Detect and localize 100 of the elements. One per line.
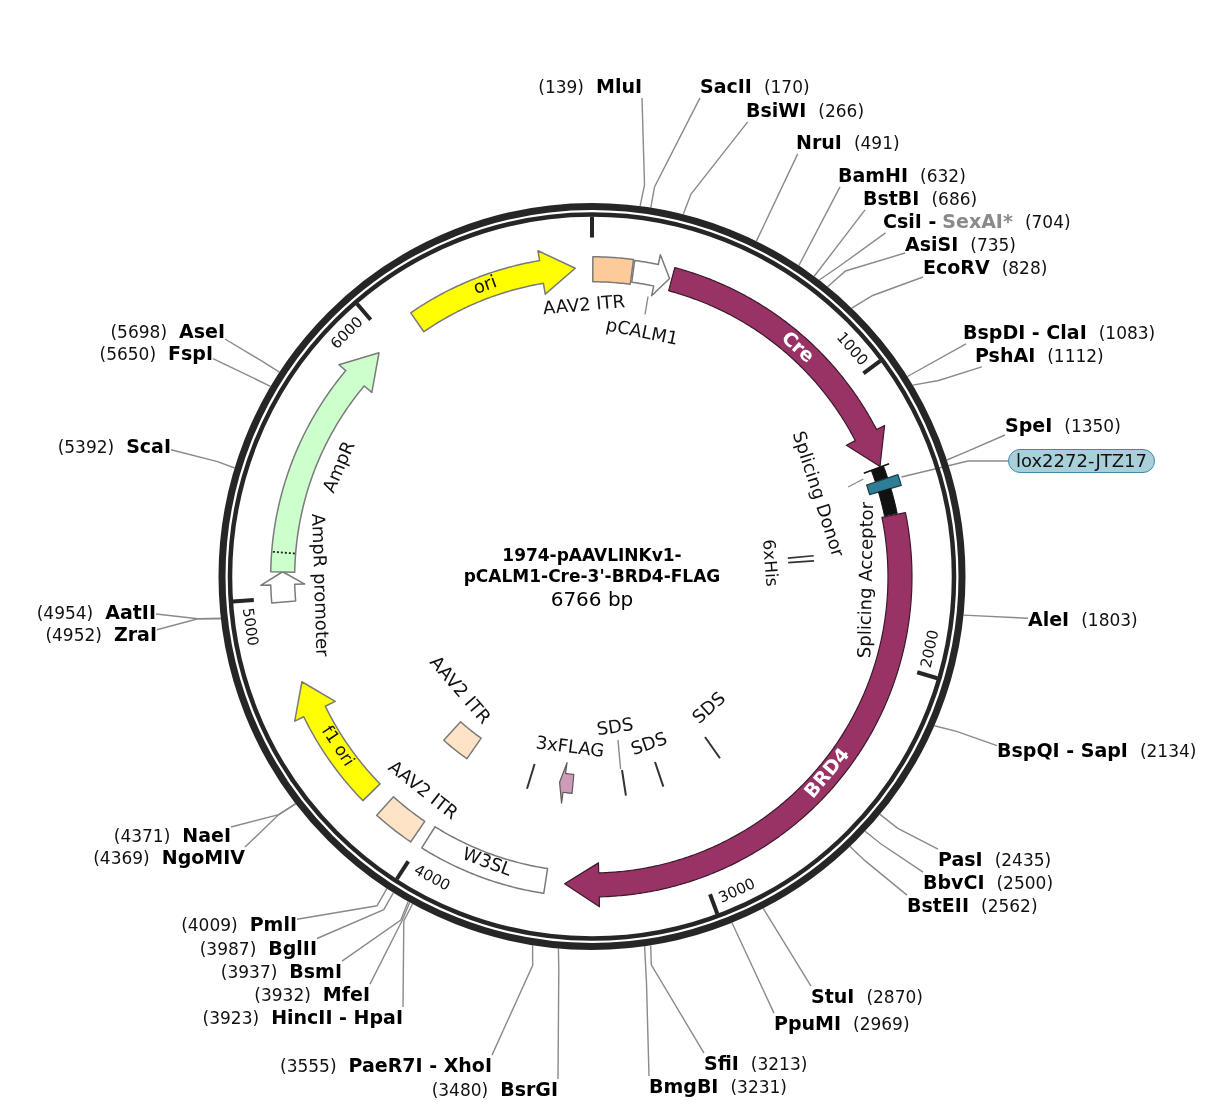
cut-site-position: (170) (763, 78, 810, 98)
leader-line (847, 478, 865, 488)
leader-line (156, 618, 222, 631)
cut-site-position: (3231) (730, 1078, 787, 1098)
leader-line (818, 232, 887, 281)
leader-line (617, 739, 622, 770)
enzyme-name: PaeR7I - XhoI (348, 1055, 492, 1077)
cut-site-position: (2562) (981, 897, 1038, 917)
enzyme-name: AsiSI (905, 234, 959, 256)
cut-site-position: (2870) (866, 988, 923, 1008)
enzyme-name: EcoRV (923, 257, 990, 279)
enzyme-name: CsiI - (883, 211, 937, 233)
enzyme-name: BsrGI (500, 1079, 558, 1101)
leader-line (557, 947, 560, 1080)
enzyme-name: PpuMI (774, 1013, 842, 1035)
cut-site-position: (3923) (202, 1009, 260, 1029)
enzyme-name: SacII (700, 76, 752, 98)
cut-site-position: (5650) (99, 345, 157, 365)
cut-site-position: (1350) (1064, 417, 1121, 437)
leader-line (155, 613, 222, 620)
feature-label: Splicing Donor (787, 428, 849, 560)
cut-site-position: (1083) (1098, 324, 1156, 344)
scale-label: 4000 (411, 861, 453, 894)
scale-label: 3000 (716, 875, 758, 906)
cut-site-position: (2500) (996, 874, 1053, 894)
enzyme-name: AleI (1028, 609, 1070, 631)
leader-line (682, 121, 749, 215)
enzyme-name: AatII (105, 602, 156, 624)
enzyme-name: PmlI (249, 914, 297, 936)
scale-label: 5000 (239, 606, 260, 647)
leader-line (933, 725, 998, 747)
cut-site-position: (5698) (110, 323, 167, 343)
feature-block (592, 255, 635, 285)
enzyme-name: NaeI (182, 825, 231, 847)
enzyme-name: BamHI (838, 165, 909, 187)
site-mark (620, 769, 627, 797)
enzyme-name: FspI (168, 343, 213, 365)
feature-label: AmpR promoter (307, 513, 333, 657)
enzyme-name: BstEII (907, 895, 969, 917)
cut-site-position: (3937) (220, 963, 278, 983)
leader-line (639, 97, 646, 207)
leader-line (731, 922, 775, 1014)
leader-line (296, 887, 388, 920)
enzyme-name: BspQI - SapI (997, 740, 1128, 762)
leader-line (230, 802, 297, 828)
directional-feature (631, 253, 671, 297)
leader-line (644, 295, 649, 316)
feature-label: f1 ori (317, 722, 359, 770)
directional-feature (558, 762, 575, 805)
leader-line (643, 945, 650, 1077)
enzyme-name: BbvCI (923, 872, 985, 894)
feature-block (865, 474, 902, 496)
feature-label: W3SL (459, 843, 515, 881)
cut-site-position: (828) (1001, 259, 1048, 279)
cut-site-position: (2435) (994, 851, 1052, 871)
cut-site-position: (735) (970, 236, 1016, 256)
enzyme-name: AseI (179, 321, 225, 343)
leader-line (879, 813, 939, 850)
cut-site-position: (5392) (57, 438, 115, 458)
enzyme-name: NruI (796, 132, 842, 154)
feature-bar (878, 487, 898, 517)
site-mark (787, 555, 816, 564)
enzyme-name: BmgBI (649, 1076, 719, 1098)
enzyme-name: HincII - HpaI (271, 1007, 403, 1029)
leader-line (402, 903, 414, 1008)
plasmid-size: 6766 bp (550, 587, 634, 611)
leader-line (851, 276, 924, 309)
site-mark (525, 762, 536, 790)
leader-line (212, 358, 272, 387)
leader-line (826, 252, 906, 288)
cut-site-position: (686) (931, 190, 978, 210)
cut-site-position: (2134) (1139, 742, 1197, 762)
enzyme-name: PasI (938, 849, 983, 871)
feature-label: ori (470, 271, 500, 299)
cut-site-position: (139) (538, 78, 584, 98)
enzyme-name: MfeI (322, 984, 370, 1006)
cut-site-position: (1803) (1081, 611, 1138, 631)
cut-site-position: (491) (853, 134, 900, 154)
site-mark (703, 735, 721, 759)
feature-label: 6xHis (758, 538, 782, 588)
leader-line (755, 153, 799, 242)
cut-site-position: (4952) (45, 626, 102, 646)
cut-site-position: (4009) (181, 916, 238, 936)
enzyme-name: SpeI (1005, 415, 1053, 437)
cut-site-position: (3480) (431, 1081, 489, 1101)
enzyme-name: BsiWI (746, 100, 807, 122)
leader-line (906, 343, 967, 378)
leader-line (224, 338, 281, 373)
enzyme-name: BglII (268, 938, 317, 960)
cut-site-position: (2969) (853, 1015, 910, 1035)
cut-site-position: (3932) (254, 986, 311, 1006)
enzyme-name: StuI (811, 986, 855, 1008)
directional-feature (260, 571, 306, 605)
cut-site-position: (3555) (280, 1057, 337, 1077)
leader-line (762, 907, 812, 987)
leader-line (650, 97, 701, 209)
leader-line (491, 944, 534, 1056)
enzyme-name: SfiI (704, 1053, 739, 1075)
enzyme-name: BspDI - ClaI (963, 322, 1087, 344)
leader-line (912, 366, 983, 386)
